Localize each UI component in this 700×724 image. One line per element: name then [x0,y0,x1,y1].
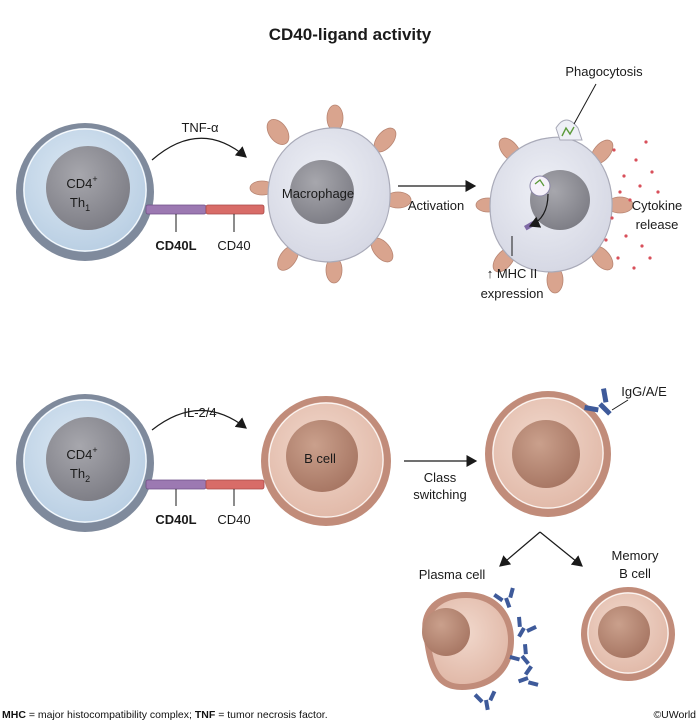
cd40l-cd40-bottom [145,479,265,506]
cytokine-dot [640,244,644,248]
free-antibody [473,690,497,711]
membrane-antibody [584,388,612,416]
th1-cell: CD4+ Th1 [16,123,154,261]
abbreviation-footnote: MHC = major histocompatibility complex; … [2,709,328,721]
th2-label-line2: Th2 [70,466,90,484]
activated-macrophage [475,119,634,294]
antibody-pointer [611,399,629,411]
free-antibody [509,644,530,665]
memory-cell-label-line1: Memory [612,548,659,563]
plasma-cell [422,592,514,690]
plasma-cell-label: Plasma cell [419,567,486,582]
plasma-branch-arrow [499,531,541,567]
free-antibody [493,587,515,609]
mhc-label-line1: ↑ MHC II [487,266,538,281]
cd40l-label-top: CD40L [155,238,196,253]
diagram-title: CD40-ligand activity [269,25,432,44]
cytokine-release-line1: Cytokine [632,198,683,213]
cytokine-dot [610,216,614,220]
switched-b-cell [485,391,611,517]
il-arrow [151,409,247,431]
class-switching-line2: switching [413,487,466,502]
il-label: IL-2/4 [183,405,216,420]
cd40-label-top: CD40 [217,238,250,253]
secreted-antibodies [473,587,539,711]
cytokine-dot [618,190,622,194]
phagocytosis-label: Phagocytosis [565,64,643,79]
cd40l-label-bottom: CD40L [155,512,196,527]
cytokine-dot [616,256,620,260]
free-antibody [517,616,537,638]
cytokine-release-line2: release [636,217,679,232]
cytokine-dot [656,190,660,194]
b-cell-label: B cell [304,451,336,466]
cytokine-dot [604,238,608,242]
cytokine-dot [628,198,632,202]
cytokine-dot [650,170,654,174]
macrophage-label: Macrophage [282,186,354,201]
free-antibody [517,665,539,687]
tnf-arrow [151,137,247,161]
copyright: ©UWorld [653,709,696,721]
cd40-label-bottom: CD40 [217,512,250,527]
antibody-label: IgG/A/E [621,384,667,399]
cd40l-cd40-top [145,204,265,232]
b-cell [261,396,391,526]
mhc-label-line2: expression [481,286,544,301]
th2-label-line1: CD4+ [66,445,97,462]
cytokine-dot [632,266,636,270]
th1-label-line1: CD4+ [66,174,97,191]
cytokine-dot [622,174,626,178]
phagocytosis-pointer [573,83,597,125]
memory-cell-label-line2: B cell [619,566,651,581]
macrophage [249,104,412,284]
cytokine-dot [612,148,616,152]
cytokine-dot [644,140,648,144]
th2-cell: CD4+ Th2 [16,394,154,532]
tnf-label: TNF-α [181,120,219,135]
memory-branch-arrow [539,531,583,567]
activation-label: Activation [408,198,464,213]
th1-label-line2: Th1 [70,195,90,213]
memory-b-cell [581,587,675,681]
cytokine-dots [604,140,660,270]
class-switching-line1: Class [424,470,457,485]
cytokine-dot [638,184,642,188]
cytokine-dot [648,256,652,260]
cytokine-dot [634,158,638,162]
cytokine-dot [624,234,628,238]
